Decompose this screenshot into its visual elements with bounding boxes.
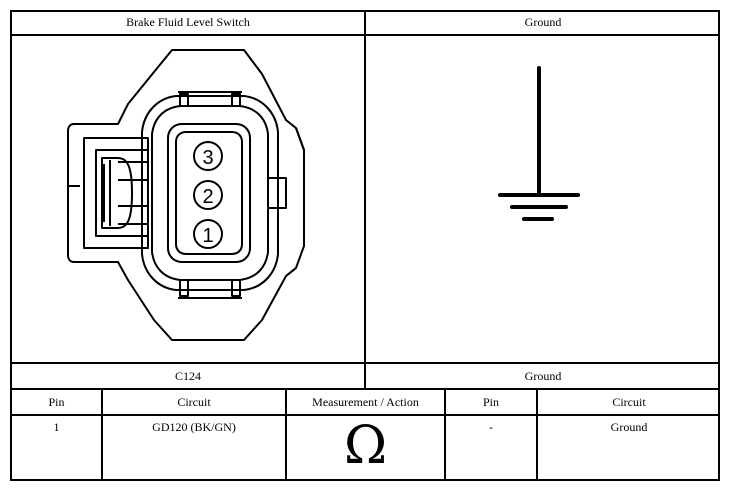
ground-symbol-icon: [498, 66, 580, 221]
ground-title: Ground: [524, 15, 562, 29]
divider-center: [364, 10, 366, 390]
ground-label: Ground: [524, 369, 562, 383]
divider-col2: [285, 388, 287, 481]
pin-label-2: 2: [202, 186, 213, 208]
pin-label-3: 3: [202, 147, 213, 169]
connector-id: C124: [174, 369, 201, 383]
connector-drawing: [67, 49, 305, 341]
row-circuit: GD120 (BK/GN): [152, 420, 236, 434]
header-pin: Pin: [48, 395, 65, 409]
row-pin-2: -: [489, 420, 493, 434]
row-circuit-2: Ground: [610, 420, 648, 434]
connector-title: Brake Fluid Level Switch: [126, 15, 250, 29]
divider-col1: [101, 388, 103, 481]
header-measurement: Measurement / Action: [312, 395, 419, 409]
ohm-symbol: Ω: [343, 416, 388, 476]
divider-col4: [536, 388, 538, 481]
header-circuit-2: Circuit: [612, 395, 646, 409]
row-pin: 1: [53, 420, 60, 434]
pin-label-1: 1: [202, 225, 213, 247]
divider-col3: [444, 388, 446, 481]
header-pin-2: Pin: [482, 395, 499, 409]
divider-table-header: [10, 414, 720, 416]
header-circuit: Circuit: [177, 395, 211, 409]
